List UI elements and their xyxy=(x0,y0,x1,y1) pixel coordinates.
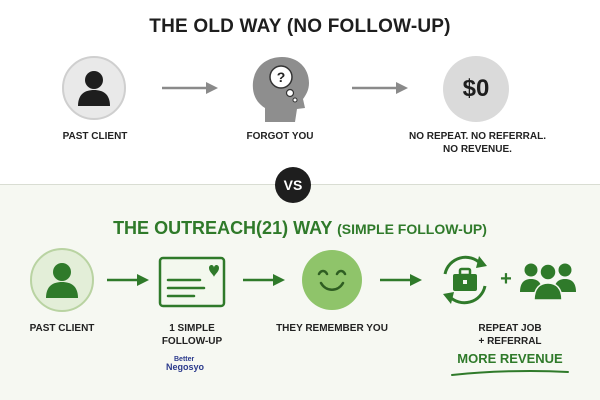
arrow-right-icon xyxy=(352,82,408,94)
repeat-line2: + REFERRAL xyxy=(478,336,542,347)
new-way-section xyxy=(0,185,600,400)
repeat-job-node xyxy=(435,250,495,310)
past-client-label: PAST CLIENT xyxy=(62,131,128,142)
new-way-subtitle: (SIMPLE FOLLOW-UP) xyxy=(337,221,487,237)
follow-up-label: 1 SIMPLE FOLLOW-UP xyxy=(137,322,247,348)
brand-logo: Better Negosyo xyxy=(166,356,226,373)
brand-line2: Negosyo xyxy=(166,362,205,373)
arrow-right-icon xyxy=(243,274,285,286)
card-heart-icon xyxy=(158,256,226,308)
forgot-you-node: ? xyxy=(245,52,315,124)
svg-text:?: ? xyxy=(277,69,286,85)
repeat-referral-label: REPEAT JOB + REFERRAL xyxy=(455,322,565,348)
follow-up-line2: FOLLOW-UP xyxy=(161,336,223,347)
past-client-node-new xyxy=(30,248,94,312)
follow-up-line1: 1 SIMPLE xyxy=(169,323,215,334)
more-revenue-label: MORE REVENUE xyxy=(457,351,563,366)
arrow-right-icon xyxy=(380,274,422,286)
user-icon xyxy=(46,263,78,298)
referral-group-node xyxy=(518,258,578,304)
briefcase-cycle-icon xyxy=(443,255,487,305)
old-way-title: THE OLD WAY (NO FOLLOW-UP) xyxy=(149,16,451,37)
brand-line1: Better xyxy=(174,356,195,363)
zero-revenue-node: $0 xyxy=(443,56,509,122)
forgot-you-label: FORGOT YOU xyxy=(246,131,314,142)
repeat-line1: REPEAT JOB xyxy=(478,323,542,334)
remember-node xyxy=(302,250,362,310)
plus-sign: + xyxy=(500,267,512,290)
head-question-icon: ? xyxy=(252,57,309,122)
arrow-right-icon xyxy=(107,274,149,286)
past-client-node xyxy=(62,56,126,120)
new-way-title-main: THE OUTREACH(21) WAY xyxy=(113,218,333,238)
new-way-title: THE OUTREACH(21) WAY (SIMPLE FOLLOW-UP) xyxy=(0,218,600,239)
arrow-right-icon xyxy=(162,82,218,94)
remember-label: THEY REMEMBER YOU xyxy=(276,323,388,334)
vs-badge: VS xyxy=(275,167,311,203)
no-revenue-label: NO REPEAT. NO REFERRAL. NO REVENUE. xyxy=(400,130,555,156)
past-client-label-new: PAST CLIENT xyxy=(29,323,95,334)
group-icon xyxy=(520,263,576,301)
follow-up-node xyxy=(158,256,226,308)
user-icon xyxy=(78,71,110,106)
underline-swoosh xyxy=(451,370,569,376)
smile-icon xyxy=(317,269,347,291)
no-revenue-line2: NO REVENUE. xyxy=(443,144,512,155)
no-revenue-line1: NO REPEAT. NO REFERRAL. xyxy=(408,131,547,142)
zero-value: $0 xyxy=(462,75,490,102)
